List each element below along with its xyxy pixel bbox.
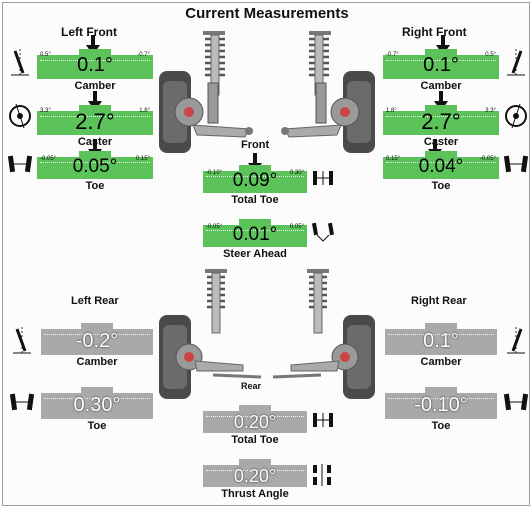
right-front-caster-gauge[interactable]: 1.8° 3.3° 2.7° Caster (383, 91, 499, 148)
camber-icon (507, 49, 525, 76)
steer-ahead-label: Steer Ahead (223, 248, 287, 260)
right-front-toe-gauge[interactable]: 0.15° -0.05° 0.04° Toe (383, 139, 499, 192)
right-rear-toe-gauge[interactable]: -0.10° Toe (385, 387, 497, 432)
right-front-camber-gauge[interactable]: -0.7° 0.5° 0.1° Camber (383, 35, 499, 92)
total-toe-icon (313, 171, 333, 185)
toe-max: -0.05° (479, 156, 496, 162)
thrust-angle-label: Thrust Angle (221, 488, 289, 500)
total-toe-value: 0.20° (233, 412, 277, 432)
toe-label: Toe (87, 420, 107, 432)
caster-label: Caster (423, 136, 459, 148)
total-toe-min: -0.10° (206, 170, 223, 176)
caster-max: 1.8° (139, 108, 150, 114)
camber-min: 0.5° (40, 52, 51, 58)
toe-label: Toe (431, 180, 451, 192)
toe-min: -0.05° (40, 156, 57, 162)
section-left-front: Left Front (61, 25, 117, 39)
steer-ahead-max: 0.05° (289, 224, 304, 230)
right-rear-camber-gauge[interactable]: 0.1° Camber (385, 323, 497, 368)
left-rear-suspension-illustration (159, 269, 262, 399)
toe-icon (9, 393, 35, 411)
camber-max: 0.5° (485, 52, 496, 58)
toe-value: 0.04° (418, 156, 464, 177)
caster-value: 2.7° (421, 109, 461, 134)
caster-icon (9, 103, 31, 129)
thrust-angle-icon (313, 464, 331, 486)
camber-icon (11, 49, 29, 76)
right-rear-suspension-illustration (272, 269, 375, 399)
total-toe-label: Total Toe (231, 434, 279, 446)
total-toe-label: Total Toe (231, 194, 279, 206)
toe-icon (7, 155, 33, 173)
steer-ahead-icon (311, 222, 335, 242)
camber-label: Camber (420, 80, 462, 92)
steer-ahead-value: 0.01° (232, 224, 278, 245)
camber-max: -0.7° (137, 52, 150, 58)
right-front-suspension-illustration (281, 31, 375, 153)
caster-max: 3.3° (485, 108, 496, 114)
camber-value: 0.1° (423, 54, 459, 76)
camber-label: Camber (74, 80, 116, 92)
toe-min: 0.15° (386, 156, 401, 162)
section-rear: Rear (241, 381, 262, 391)
caster-value: 2.7° (75, 109, 115, 134)
toe-value: -0.10° (414, 394, 468, 416)
left-front-suspension-illustration (159, 31, 253, 153)
caster-min: 1.8° (386, 108, 397, 114)
left-front-toe-gauge[interactable]: -0.05° 0.15° 0.05° Toe (37, 139, 153, 192)
camber-icon (13, 327, 31, 354)
caster-min: 3.3° (40, 108, 51, 114)
thrust-angle-value: 0.20° (233, 466, 277, 486)
left-rear-toe-gauge[interactable]: 0.30° Toe (41, 387, 153, 432)
camber-icon (507, 327, 525, 354)
toe-label: Toe (431, 420, 451, 432)
caster-icon (505, 103, 527, 129)
camber-label: Camber (420, 356, 462, 368)
front-total-toe-gauge[interactable]: -0.10° 0.30° 0.09° Total Toe (203, 153, 307, 206)
camber-value: 0.1° (77, 54, 113, 76)
camber-value: 0.1° (423, 330, 459, 352)
left-rear-camber-gauge[interactable]: -0.2° Camber (41, 323, 153, 368)
steer-ahead-min: -0.05° (206, 224, 223, 230)
rear-total-toe-gauge[interactable]: 0.20° Total Toe (203, 405, 307, 446)
thrust-angle-gauge[interactable]: 0.20° Thrust Angle (203, 459, 307, 500)
camber-label: Camber (76, 356, 118, 368)
steer-ahead-gauge[interactable]: -0.05° 0.05° 0.01° Steer Ahead (203, 219, 307, 260)
toe-icon (503, 155, 529, 173)
total-toe-max: 0.30° (289, 170, 304, 176)
total-toe-icon (313, 413, 333, 427)
camber-value: -0.2° (75, 330, 119, 352)
section-left-rear: Left Rear (71, 295, 119, 307)
toe-value: 0.05° (72, 156, 118, 177)
toe-icon (503, 393, 529, 411)
total-toe-value: 0.09° (232, 170, 278, 191)
toe-max: 0.15° (135, 156, 150, 162)
section-right-rear: Right Rear (411, 295, 467, 307)
page-title: Current Measurements (185, 5, 349, 22)
toe-value: 0.30° (73, 394, 121, 416)
section-right-front: Right Front (402, 25, 467, 39)
left-front-caster-gauge[interactable]: 3.3° 1.8° 2.7° Caster (37, 91, 153, 148)
camber-min: -0.7° (386, 52, 399, 58)
section-front: Front (241, 139, 270, 151)
left-front-camber-gauge[interactable]: 0.5° -0.7° 0.1° Camber (37, 35, 153, 92)
toe-label: Toe (85, 180, 105, 192)
